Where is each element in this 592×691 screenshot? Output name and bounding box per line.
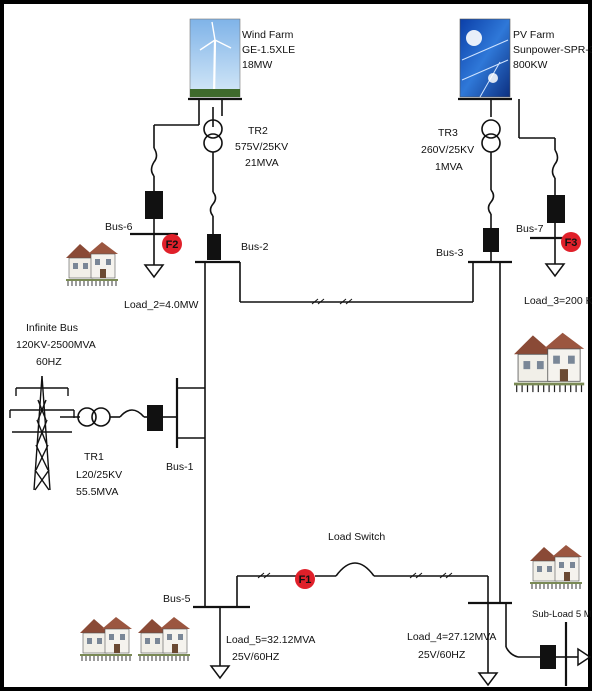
- breaker-bus3: [483, 228, 499, 252]
- subload-arrow: [577, 647, 592, 667]
- svg-text:F2: F2: [166, 239, 179, 251]
- pv-rating: 800KW: [513, 59, 548, 71]
- subload-label: Sub-Load 5 MW: [532, 609, 592, 620]
- bus1-label: Bus-1: [166, 461, 194, 473]
- load-switch-symbol[interactable]: [335, 562, 375, 577]
- grid-title: Infinite Bus: [26, 322, 78, 334]
- tr3-transformer: [481, 119, 501, 153]
- line-load-switch: [257, 262, 592, 686]
- house-load3-icon: [512, 331, 586, 394]
- load4-spec: 25V/60HZ: [418, 649, 466, 661]
- transmission-tower-icon: [9, 375, 75, 491]
- house-load5a-icon: [79, 616, 133, 662]
- svg-text:F3: F3: [565, 237, 578, 249]
- load4-label: Load_4=27.12MVA: [407, 631, 496, 643]
- pv-farm-image: [459, 18, 511, 98]
- tr1-rating: 55.5MVA: [76, 486, 118, 498]
- bus6-label: Bus-6: [105, 221, 133, 233]
- fault-f1[interactable]: F1: [295, 569, 315, 589]
- infinite-bus-source: [9, 375, 177, 491]
- breaker-bus7: [547, 195, 565, 223]
- wind-rating: 18MW: [242, 59, 272, 71]
- load2-arrow: [144, 264, 164, 278]
- breaker-bus2: [207, 234, 221, 260]
- wind-model: GE-1.5XLE: [242, 44, 295, 56]
- tr2-name: TR2: [248, 125, 268, 137]
- fault-f3[interactable]: F3: [561, 232, 581, 252]
- load5-arrow: [210, 665, 230, 679]
- load-switch-label: Load Switch: [328, 531, 385, 543]
- pv-title: PV Farm: [513, 29, 555, 41]
- wind-branch: [130, 97, 242, 278]
- pv-branch: [458, 97, 578, 277]
- bus3-label: Bus-3: [436, 247, 464, 259]
- tr2-rating: 21MVA: [245, 157, 279, 169]
- load3-arrow: [545, 263, 565, 277]
- tr3-ratio: 260V/25KV: [421, 144, 474, 156]
- breaker-subload: [540, 645, 556, 669]
- tr1-transformer: [77, 407, 111, 427]
- tr3-rating: 1MVA: [435, 161, 463, 173]
- house-load2-icon: [65, 241, 119, 287]
- bus5-label: Bus-5: [163, 593, 191, 605]
- tr3-name: TR3: [438, 127, 458, 139]
- fault-f2[interactable]: F2: [162, 234, 182, 254]
- tr1-name: TR1: [84, 451, 104, 463]
- load5-label: Load_5=32.12MVA: [226, 634, 315, 646]
- load5-spec: 25V/60HZ: [232, 651, 280, 663]
- tr2-ratio: 575V/25KV: [235, 141, 288, 153]
- line-bus2-bus3: [239, 262, 474, 305]
- bus7-label: Bus-7: [516, 223, 544, 235]
- grid-freq: 60HZ: [36, 356, 62, 368]
- pv-model: Sunpower-SPR-315: [513, 44, 592, 56]
- load4-arrow: [478, 672, 498, 686]
- tr1-ratio: L20/25KV: [76, 469, 122, 481]
- grid-voltage: 120KV-2500MVA: [16, 339, 96, 351]
- load2-label: Load_2=4.0MW: [124, 299, 199, 311]
- wind-title: Wind Farm: [242, 29, 294, 41]
- breaker-bus6: [145, 191, 163, 219]
- wind-farm-image: [189, 18, 241, 98]
- house-load5b-icon: [137, 616, 191, 662]
- main-trunk: [175, 262, 296, 679]
- bus2-label: Bus-2: [241, 241, 269, 253]
- house-subload-icon: [529, 544, 583, 590]
- load3-label: Load_3=200 KW: [524, 295, 592, 307]
- svg-text:F1: F1: [299, 574, 312, 586]
- breaker-bus1: [147, 405, 163, 431]
